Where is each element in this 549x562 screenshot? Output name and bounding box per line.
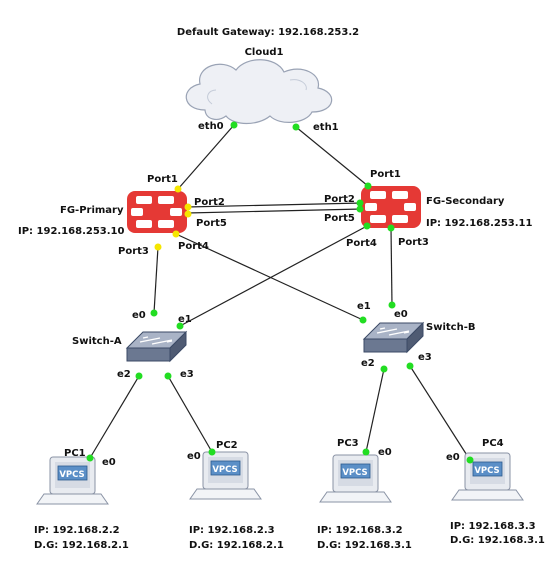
link-switch-b-e2-pc3 (365, 368, 385, 453)
status-dot-switch-a-e3 (164, 372, 172, 380)
cloud-label: Cloud1 (245, 47, 284, 58)
status-dot-switch-a-e0 (150, 309, 158, 317)
status-dot-secondary-port5 (356, 205, 364, 213)
fg-primary-port4-label: Port4 (178, 241, 209, 252)
status-dot-primary-port5 (184, 210, 192, 218)
switch-b-name: Switch-B (426, 322, 475, 333)
link-status-dots (86, 121, 474, 464)
link-primary-port5-secondary-port5 (186, 208, 363, 214)
pc1-ip: IP: 192.168.2.2 (34, 525, 120, 536)
pc4-dg: D.G: 192.168.3.1 (450, 535, 545, 546)
fg-secondary-port1-label: Port1 (370, 169, 401, 180)
link-cloud-eth0-primary-port1 (177, 124, 235, 190)
status-dot-primary-port3 (154, 243, 162, 251)
status-dot-primary-port2 (184, 203, 192, 211)
switch-b-e0-label: e0 (394, 309, 408, 320)
fg-secondary-port5-label: Port5 (324, 213, 355, 224)
pc3-icon[interactable]: VPCS (319, 454, 392, 503)
fg-primary-port2-label: Port2 (194, 197, 225, 208)
pc2-ip: IP: 192.168.2.3 (189, 525, 275, 536)
cloud-icon[interactable] (185, 59, 333, 125)
pc4-screen-label: VPCS (474, 466, 499, 476)
status-dot-cloud-eth0 (230, 121, 238, 129)
fg-secondary-ip: IP: 192.168.253.11 (426, 218, 533, 229)
pc2-e0-label: e0 (187, 451, 201, 462)
pc3-dg: D.G: 192.168.3.1 (317, 540, 412, 551)
switch-a-e2-label: e2 (117, 369, 131, 380)
fg-primary-port3-label: Port3 (118, 246, 149, 257)
status-dot-pc4-e0 (466, 456, 474, 464)
links (89, 124, 471, 461)
fg-primary-port5-label: Port5 (196, 218, 227, 229)
link-cloud-eth1-secondary-port1 (295, 126, 369, 187)
fg-secondary-port4-label: Port4 (346, 238, 377, 249)
pc1-dg: D.G: 192.168.2.1 (34, 540, 129, 551)
pc3-screen-label: VPCS (342, 468, 367, 478)
status-dot-switch-b-e1 (359, 316, 367, 324)
switch-a-name: Switch-A (72, 336, 122, 347)
pc4-name: PC4 (482, 438, 504, 449)
link-switch-b-e3-pc4 (409, 365, 471, 461)
link-switch-a-e2-pc1 (89, 375, 140, 459)
status-dot-secondary-port4 (363, 222, 371, 230)
fg-secondary-name: FG-Secondary (426, 196, 505, 207)
fortigate-secondary-icon[interactable] (361, 186, 421, 228)
status-dot-primary-port1 (174, 185, 182, 193)
switch-a-e1-label: e1 (178, 314, 192, 325)
fg-primary-name: FG-Primary (60, 205, 124, 216)
switch-a-e0-label: e0 (132, 310, 146, 321)
fg-secondary-port3-label: Port3 (398, 237, 429, 248)
status-dot-secondary-port3 (387, 224, 395, 232)
pc1-screen-label: VPCS (59, 470, 84, 480)
pc2-dg: D.G: 192.168.2.1 (189, 540, 284, 551)
default-gateway-label: Default Gateway: 192.168.253.2 (177, 27, 359, 38)
pc3-name: PC3 (337, 438, 359, 449)
pc4-e0-label: e0 (446, 452, 460, 463)
fortigate-primary-icon[interactable] (127, 191, 187, 233)
pc1-icon[interactable]: VPCS (36, 456, 109, 505)
switch-a-e3-label: e3 (180, 369, 194, 380)
status-dot-pc1-e0 (86, 454, 94, 462)
fg-primary-ip: IP: 192.168.253.10 (18, 226, 125, 237)
status-dot-pc3-e0 (362, 448, 370, 456)
pc1-e0-label: e0 (102, 457, 116, 468)
status-dot-cloud-eth1 (292, 123, 300, 131)
status-dot-primary-port4 (172, 230, 180, 238)
cloud-eth0-label: eth0 (198, 121, 224, 132)
pc2-screen-label: VPCS (212, 465, 237, 475)
pc3-e0-label: e0 (378, 447, 392, 458)
status-dot-switch-b-e2 (380, 365, 388, 373)
switch-b-e2-label: e2 (361, 358, 375, 369)
fg-secondary-port2-label: Port2 (324, 194, 355, 205)
status-dot-secondary-port2 (356, 199, 364, 207)
pc4-ip: IP: 192.168.3.3 (450, 521, 536, 532)
status-dot-secondary-port1 (364, 182, 372, 190)
switch-b-e1-label: e1 (357, 301, 371, 312)
switch-a-icon[interactable] (125, 330, 188, 363)
link-secondary-port3-switch-b-e0 (390, 227, 393, 306)
cloud-eth1-label: eth1 (313, 122, 339, 133)
pc1-name: PC1 (64, 448, 86, 459)
pc2-name: PC2 (216, 440, 238, 451)
pc2-icon[interactable]: VPCS (189, 451, 262, 500)
switch-b-e3-label: e3 (418, 352, 432, 363)
pc4-icon[interactable]: VPCS (451, 452, 524, 501)
status-dot-switch-b-e3 (406, 362, 414, 370)
pc3-ip: IP: 192.168.3.2 (317, 525, 403, 536)
fg-primary-port1-label: Port1 (147, 174, 178, 185)
switch-b-icon[interactable] (362, 321, 425, 354)
link-switch-a-e3-pc2 (167, 375, 213, 453)
link-primary-port2-secondary-port2 (186, 202, 363, 208)
status-dot-pc2-e0 (208, 448, 216, 456)
link-primary-port3-switch-a-e0 (153, 246, 159, 314)
link-primary-port4-switch-b-e1 (175, 233, 364, 321)
link-secondary-port4-switch-a-e1 (179, 225, 368, 327)
status-dot-switch-b-e0 (388, 301, 396, 309)
status-dot-switch-a-e2 (135, 372, 143, 380)
status-dot-switch-a-e1 (176, 322, 184, 330)
